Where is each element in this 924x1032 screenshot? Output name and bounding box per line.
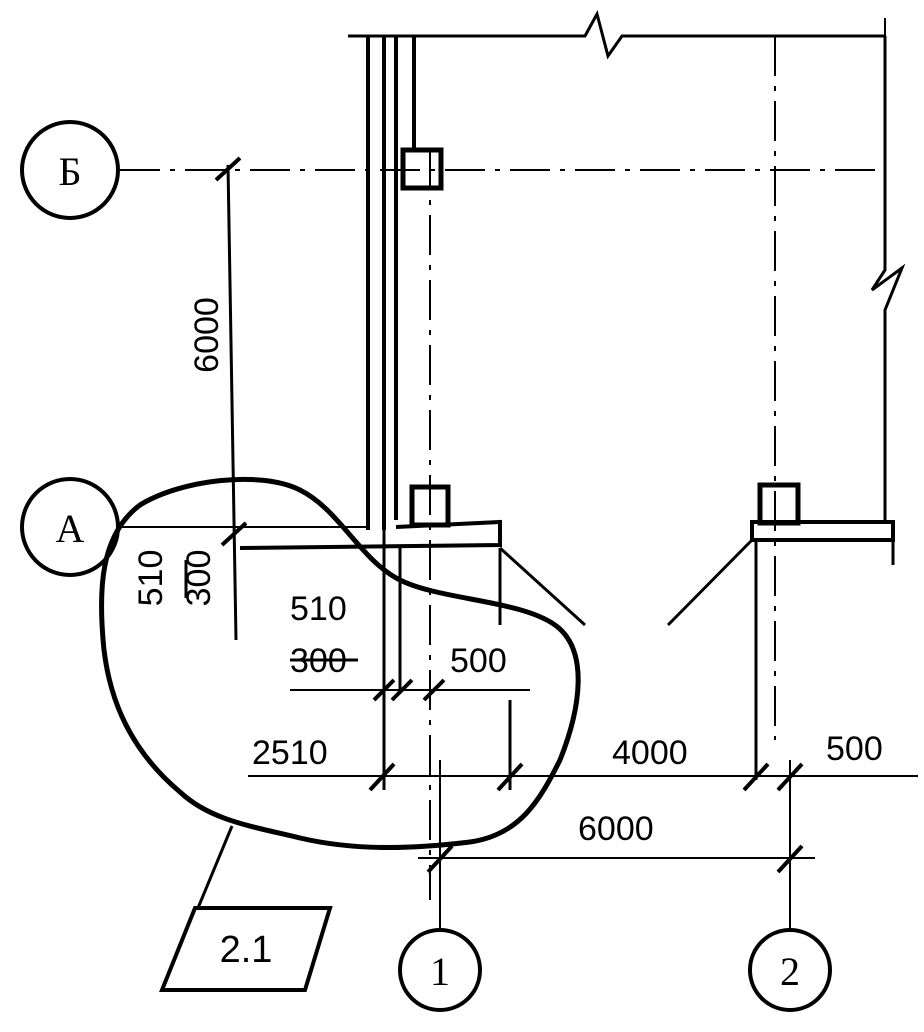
dim-tick-main-1	[368, 762, 396, 792]
dim-right-offset: 500	[826, 730, 883, 768]
slab-diagonal-right	[666, 538, 754, 627]
dim-tick-a	[220, 521, 248, 547]
column-1-b	[400, 147, 444, 191]
axis-bubble-b	[20, 120, 120, 220]
slab-diagonal-left	[498, 546, 587, 627]
callout-label: 2.1	[220, 929, 273, 971]
dim-tick-wall-2	[390, 678, 414, 702]
dim-tick-b	[214, 156, 242, 182]
dim-column-spacing: 6000	[578, 810, 654, 848]
slab-edge-left	[239, 519, 502, 550]
column-2-a	[757, 482, 801, 526]
callout-leader	[196, 825, 234, 909]
dim-tick-main-4	[776, 762, 804, 792]
dim-tick-col-2	[776, 844, 804, 874]
axis-label-1: 1	[430, 949, 450, 994]
dim-tick-col-1	[426, 844, 454, 874]
dim-extension: 2510	[252, 734, 328, 772]
axis-label-2: 2	[780, 949, 800, 994]
dim-wall-new: 510	[290, 590, 347, 628]
detail-cloud	[98, 476, 581, 850]
dim-tick-wall-3	[422, 678, 446, 702]
axis-label-a: А	[56, 506, 85, 551]
callout-box	[159, 906, 333, 992]
dim-row-spacing: 6000	[188, 297, 226, 373]
axis-bubble-2	[748, 928, 832, 1012]
axis-bubble-1	[398, 928, 482, 1012]
axis-label-b: Б	[59, 149, 82, 194]
dim-span-inner: 4000	[612, 734, 688, 772]
dim-tick-main-2	[496, 762, 524, 792]
top-break-line	[348, 9, 885, 60]
dim-left-edge-new: 510	[132, 550, 170, 607]
dim-tick-main-3	[742, 762, 770, 792]
dim-line-row-spacing	[226, 164, 238, 641]
dim-slab-offset: 500	[450, 642, 507, 680]
right-break-line	[870, 36, 906, 520]
